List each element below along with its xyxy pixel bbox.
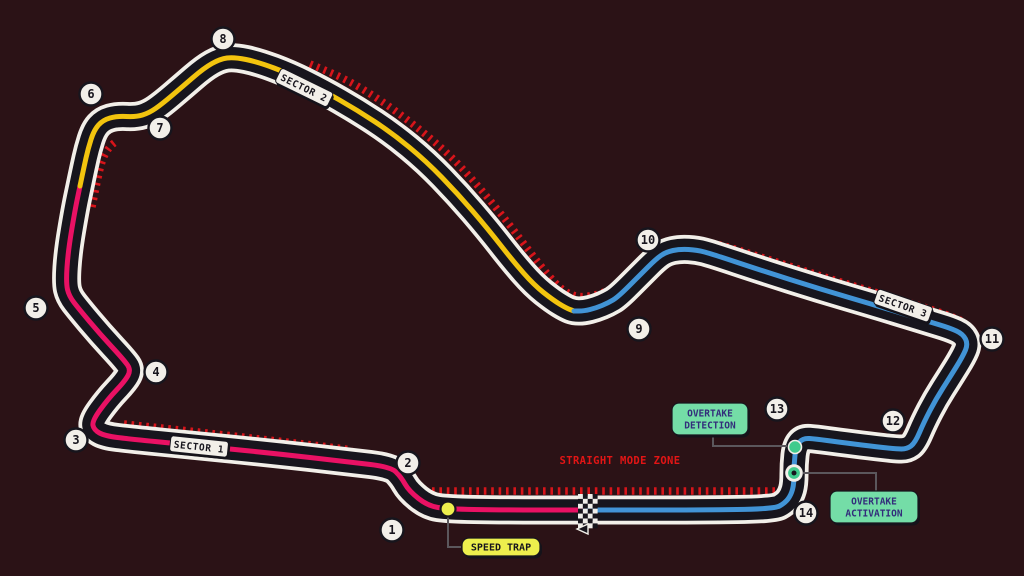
turn-circle [979, 326, 1005, 352]
turn-marker-11: 11 [979, 326, 1005, 352]
turn-circle [210, 26, 236, 52]
straight-mode-zone-text: STRAIGHT MODE ZONE [560, 455, 681, 467]
turn-marker-2: 2 [395, 450, 421, 476]
turn-number: 7 [156, 121, 163, 135]
turn-circle [23, 295, 49, 321]
turn-circle [379, 517, 405, 543]
turn-marker-3: 3 [63, 427, 89, 453]
turn-circle [880, 408, 906, 434]
turn-circle [147, 115, 173, 141]
turn-circle [793, 500, 819, 526]
turn-number: 8 [219, 32, 226, 46]
turn-circle [635, 227, 661, 253]
turn-circle [764, 396, 790, 422]
turn-marker-13: 13 [764, 396, 790, 422]
turn-circle [63, 427, 89, 453]
sector-label-text: SECTOR 1 [173, 440, 224, 456]
turn-marker-8: 8 [210, 26, 236, 52]
turn-number: 2 [404, 456, 411, 470]
speed-trap-dot [439, 500, 457, 518]
turn-marker-14: 14 [793, 500, 819, 526]
overtake-detection-label-text: OVERTAKE [687, 408, 733, 419]
turn-circle [143, 359, 169, 385]
top-sweep-zone-dashes [308, 60, 622, 301]
turn-number: 13 [770, 402, 784, 416]
turn-number: 10 [641, 233, 655, 247]
turn-marker-4: 4 [143, 359, 169, 385]
turn-number: 1 [388, 523, 395, 537]
turn-number: 5 [32, 301, 39, 315]
turn-circle [626, 316, 652, 342]
sector1-line [64, 183, 588, 513]
turn-number: 3 [72, 433, 79, 447]
turn-number: 12 [886, 414, 900, 428]
overtake-activation-label-text: ACTIVATION [845, 508, 902, 519]
turn-circle [78, 81, 104, 107]
start-finish-line [578, 494, 598, 529]
turn-circle [395, 450, 421, 476]
turn-marker-1: 1 [379, 517, 405, 543]
speed-trap-connector [447, 517, 461, 548]
turn-marker-6: 6 [78, 81, 104, 107]
left-climb-zone-dashes [88, 137, 121, 208]
turn-marker-12: 12 [880, 408, 906, 434]
turn-marker-10: 10 [635, 227, 661, 253]
speed-trap-label: SPEED TRAP [461, 537, 542, 559]
sector2-line [77, 55, 577, 314]
speed-trap-label-text: SPEED TRAP [471, 543, 531, 554]
sector-label-1: SECTOR 1 [169, 435, 231, 460]
turn-number: 9 [635, 322, 642, 336]
turn-number: 4 [152, 365, 159, 379]
overtake-activation-label-text: OVERTAKE [851, 496, 897, 507]
turn-marker-9: 9 [626, 316, 652, 342]
overtake-detection-connector [712, 436, 787, 447]
overtake-activation-connector [803, 472, 877, 491]
overtake-activation-ring-hole [791, 470, 797, 476]
race-direction-arrow-icon [575, 522, 589, 536]
overtake-detection-label-text: DETECTION [684, 420, 736, 431]
turn-marker-5: 5 [23, 295, 49, 321]
overtake-detection-dot [787, 439, 803, 455]
turn-number: 14 [799, 506, 813, 520]
turn-number: 6 [87, 87, 94, 101]
turn-number: 11 [985, 332, 999, 346]
turn-marker-7: 7 [147, 115, 173, 141]
